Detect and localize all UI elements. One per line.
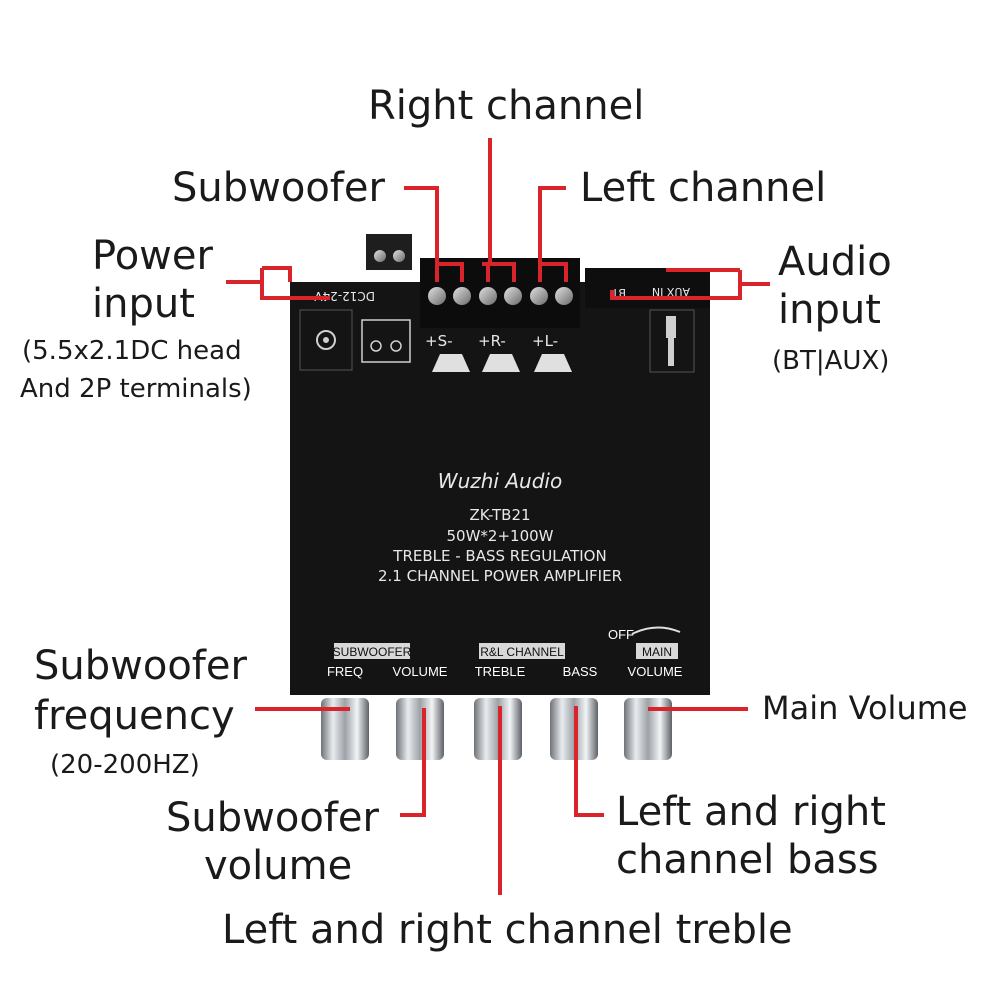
callout-subwoofer: Subwoofer (172, 165, 385, 211)
callout-power-input-note-line1: (5.5x2.1DC head (22, 336, 242, 366)
bt-label: BT (611, 286, 626, 299)
knob-main-volume[interactable] (624, 698, 672, 760)
power-terminal-icon (361, 319, 411, 363)
callout-power-input-line1: Power (92, 233, 213, 279)
aux-label: AUX IN (652, 285, 690, 298)
power-terminal-block (366, 234, 412, 270)
callout-lr-treble: Left and right channel treble (222, 907, 793, 953)
callout-sub-frequency-line2: frequency (34, 693, 235, 739)
knob-label-bass: BASS (563, 664, 598, 679)
brand-logo: Wuzhi Audio (438, 469, 562, 493)
dc-jack-icon (299, 309, 353, 371)
group-main: MAIN (642, 645, 672, 659)
callout-sub-frequency-line1: Subwoofer (34, 643, 247, 689)
audio-input-housing (585, 268, 710, 308)
speaker-label-l: +L- (532, 332, 558, 350)
knob-label-main-volume: VOLUME (628, 664, 683, 679)
aux-jack-icon (649, 309, 695, 373)
terminal-housing (420, 258, 580, 328)
knob-freq[interactable] (321, 698, 369, 760)
speaker-terminal-screws (428, 287, 573, 305)
callout-sub-frequency-note: (20-200HZ) (50, 750, 200, 780)
speaker-label-s: +S- (425, 332, 453, 350)
group-rl-channel: R&L CHANNEL (480, 645, 564, 659)
power-spec: 50W*2+100W (447, 527, 554, 545)
knob-sub-volume[interactable] (396, 698, 444, 760)
description-text: 2.1 CHANNEL POWER AMPLIFIER (378, 567, 622, 585)
speaker-labels: +S- +R- +L- (425, 332, 558, 350)
knobs (321, 698, 672, 760)
knob-label-sub-volume: VOLUME (393, 664, 448, 679)
callout-audio-input-note: (BT|AUX) (772, 346, 890, 376)
callout-lr-bass-line2: channel bass (616, 837, 879, 883)
regulation-text: TREBLE - BASS REGULATION (392, 547, 606, 565)
speaker-icons (432, 354, 572, 372)
callout-lr-bass-line1: Left and right (616, 789, 886, 835)
callout-main-volume: Main Volume (762, 689, 968, 727)
callout-sub-volume-line1: Subwoofer (166, 795, 379, 841)
callout-left-channel: Left channel (580, 165, 827, 211)
leader-lines (226, 138, 770, 895)
speaker-label-r: +R- (478, 332, 506, 350)
callout-audio-input-line2: input (778, 287, 881, 333)
model-name: ZK-TB21 (469, 506, 530, 524)
callout-sub-volume-line2: volume (204, 843, 353, 889)
callout-power-input-line2: input (92, 281, 195, 327)
callout-right-channel: Right channel (368, 83, 645, 129)
knob-label-freq: FREQ (327, 664, 363, 679)
callout-power-input-note-line2: And 2P terminals) (20, 374, 252, 404)
switch-off-label: OFF (608, 627, 634, 642)
knob-label-treble: TREBLE (475, 664, 526, 679)
group-subwoofer: SUBWOOFER (333, 645, 412, 659)
amplifier-board (290, 282, 710, 695)
callout-audio-input-line1: Audio (778, 239, 892, 285)
